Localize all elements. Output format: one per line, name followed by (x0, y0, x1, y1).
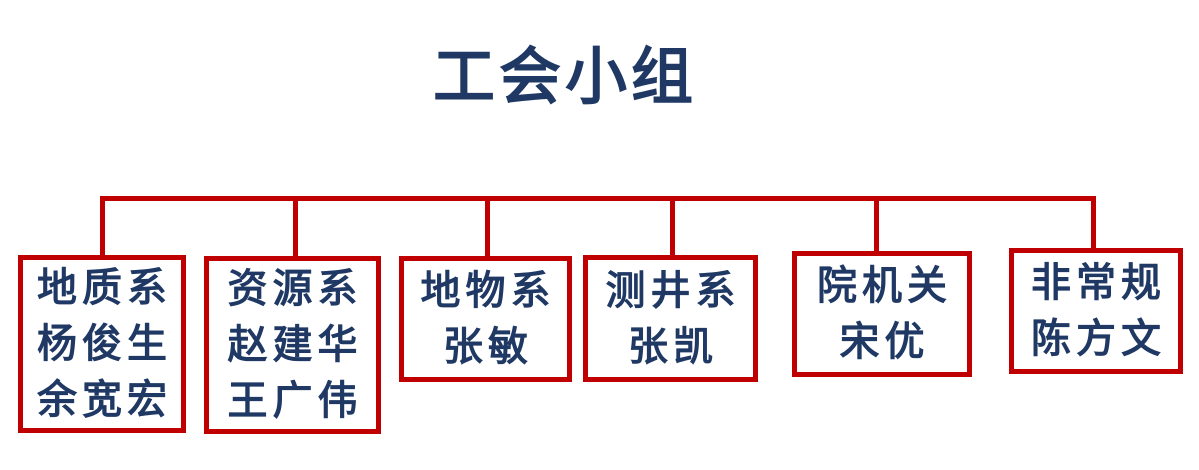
org-box-member: 陈方文 (1031, 316, 1166, 361)
org-box-cejingxi: 测井系 张凯 (583, 255, 758, 382)
org-box-dizhixi: 地质系 杨俊生 余宽宏 (18, 255, 186, 433)
connector-drop-4 (670, 196, 675, 256)
org-box-department: 地质系 (37, 265, 172, 310)
connector-drop-6 (1091, 196, 1096, 249)
org-box-member: 王广伟 (227, 378, 363, 423)
org-box-department: 资源系 (227, 266, 363, 311)
org-box-member: 杨俊生 (37, 321, 172, 366)
org-box-department: 院机关 (817, 263, 952, 308)
org-box-feichanggui: 非常规 陈方文 (1009, 248, 1183, 374)
connector-drop-1 (100, 196, 105, 256)
org-box-yuanjiguan: 院机关 宋优 (792, 251, 972, 377)
org-box-member: 张凯 (628, 323, 718, 369)
connector-drop-2 (293, 196, 298, 257)
org-box-member: 宋优 (839, 319, 930, 364)
org-box-department: 测井系 (605, 267, 741, 313)
org-box-department: 非常规 (1031, 260, 1166, 305)
connector-drop-5 (874, 196, 879, 252)
org-box-member: 赵建华 (227, 322, 363, 367)
connector-drop-3 (485, 196, 490, 257)
org-box-department: 地物系 (420, 268, 556, 313)
chart-title: 工会小组 (432, 44, 697, 112)
org-box-ziyuanxi: 资源系 赵建华 王广伟 (204, 256, 381, 434)
org-box-member: 余宽宏 (37, 377, 172, 422)
org-box-member: 张敏 (443, 324, 533, 369)
org-box-diwuxi: 地物系 张敏 (399, 256, 572, 382)
connector-horizontal-line (100, 196, 1095, 201)
